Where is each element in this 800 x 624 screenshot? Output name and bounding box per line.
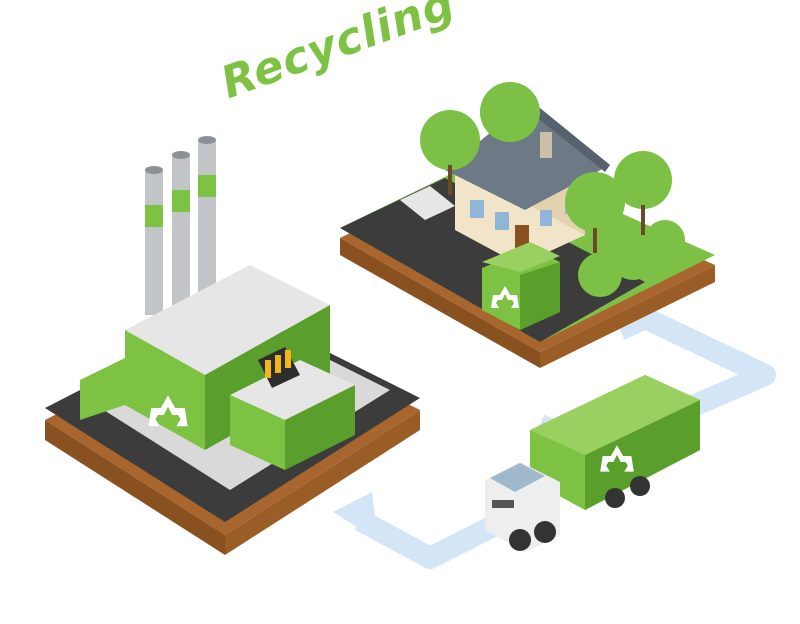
garbage-truck: [485, 375, 700, 552]
factory-building: [80, 265, 355, 470]
trees: [420, 82, 685, 297]
chimneys: [145, 136, 216, 315]
recycling-bin: [482, 242, 560, 330]
house: [445, 100, 610, 265]
